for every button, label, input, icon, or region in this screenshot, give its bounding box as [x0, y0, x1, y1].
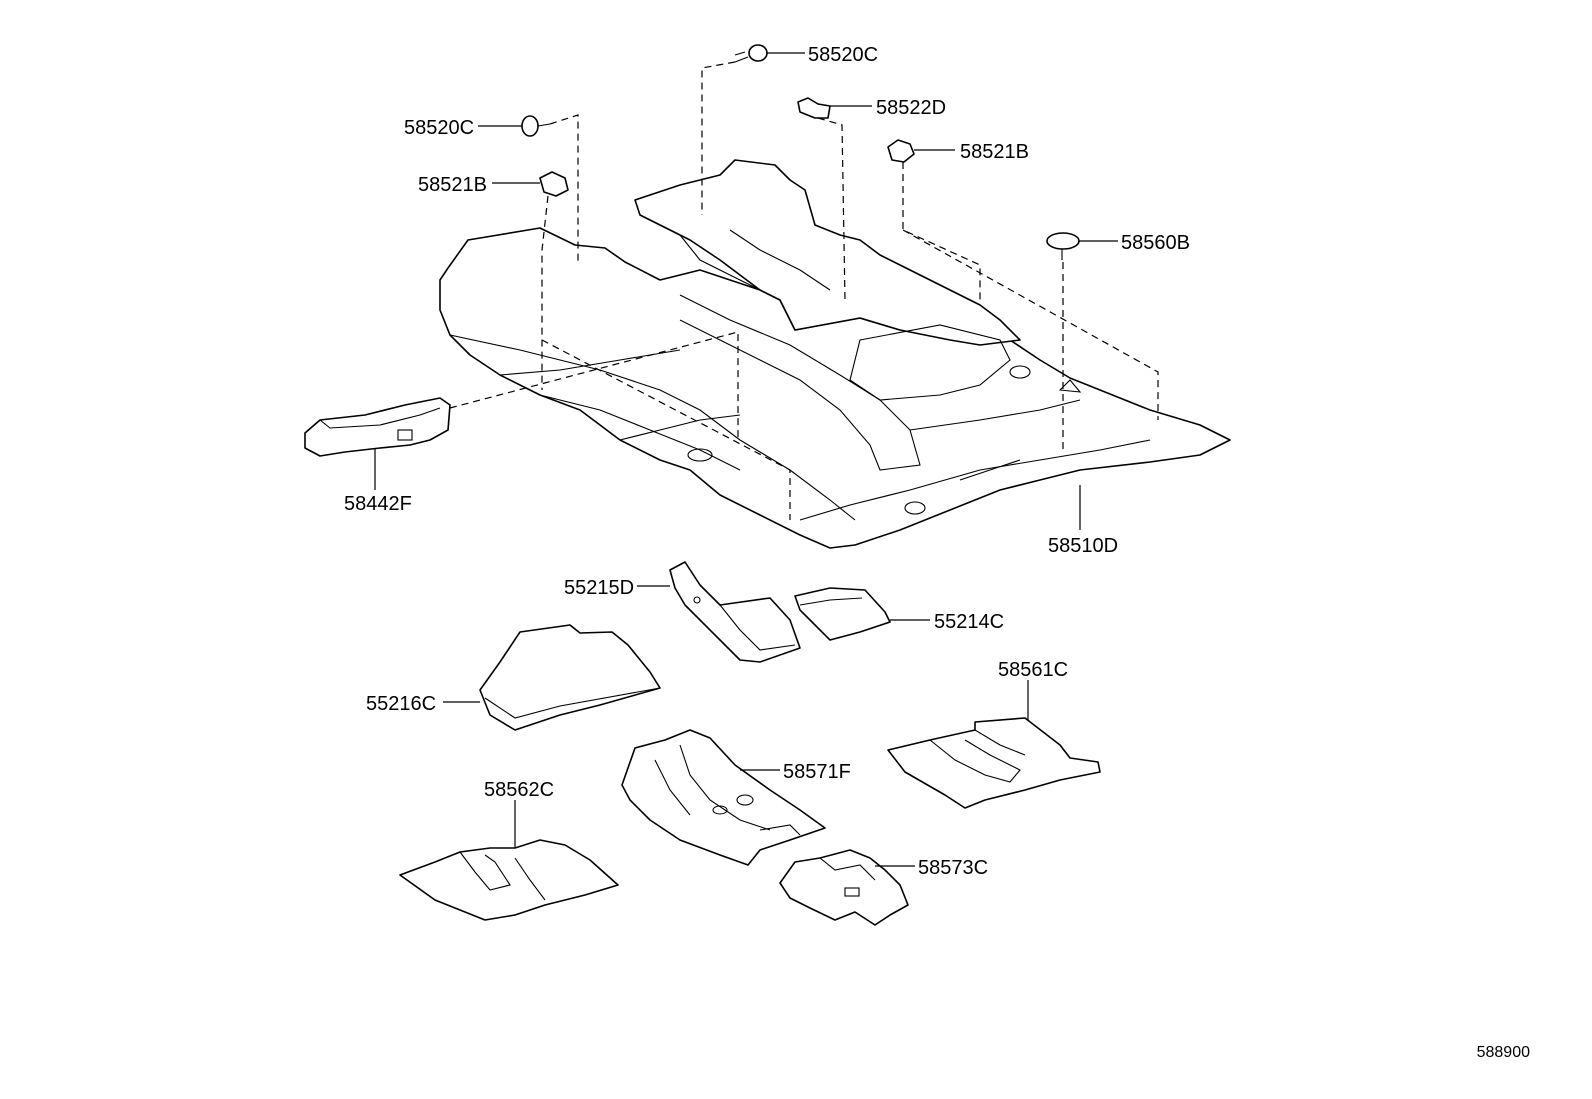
- part-label: 55215D: [564, 577, 634, 599]
- clip-58560B: [1046, 232, 1080, 260]
- diagram-reference-number: 588900: [1477, 1044, 1530, 1061]
- part-label: 58442F: [344, 493, 412, 515]
- clip-58521B-right: [887, 139, 915, 163]
- part-label: 55216C: [366, 693, 436, 715]
- part-label: 58510D: [1048, 535, 1118, 557]
- part-label: 55214C: [934, 611, 1004, 633]
- clip-58521B-left: [539, 171, 569, 197]
- mat-58562C: [399, 839, 619, 921]
- assembly-lines: [449, 61, 1159, 520]
- mat-58571F: [621, 729, 826, 866]
- pad-58442F: [304, 397, 451, 457]
- part-label: 58561C: [998, 659, 1068, 681]
- part-label: 58520C: [404, 117, 474, 139]
- part-label: 58520C: [808, 44, 878, 66]
- mat-55214C: [794, 587, 891, 641]
- floor-carpet: [439, 159, 1231, 549]
- mat-55215D: [669, 561, 801, 663]
- clip-58522D: [797, 97, 831, 119]
- leader-lines: [374, 52, 1118, 867]
- mat-58561C: [887, 717, 1101, 809]
- clip-58520C-top: [734, 44, 768, 63]
- mat-58573C: [779, 849, 909, 926]
- part-label: 58521B: [960, 141, 1029, 163]
- part-label: 58573C: [918, 857, 988, 879]
- part-label: 58521B: [418, 174, 487, 196]
- part-label: 58522D: [876, 97, 946, 119]
- mat-55216C: [479, 624, 661, 731]
- part-label: 58571F: [783, 761, 851, 783]
- part-label: 58562C: [484, 779, 554, 801]
- clip-58520C-left: [521, 115, 551, 137]
- part-label: 58560B: [1121, 232, 1190, 254]
